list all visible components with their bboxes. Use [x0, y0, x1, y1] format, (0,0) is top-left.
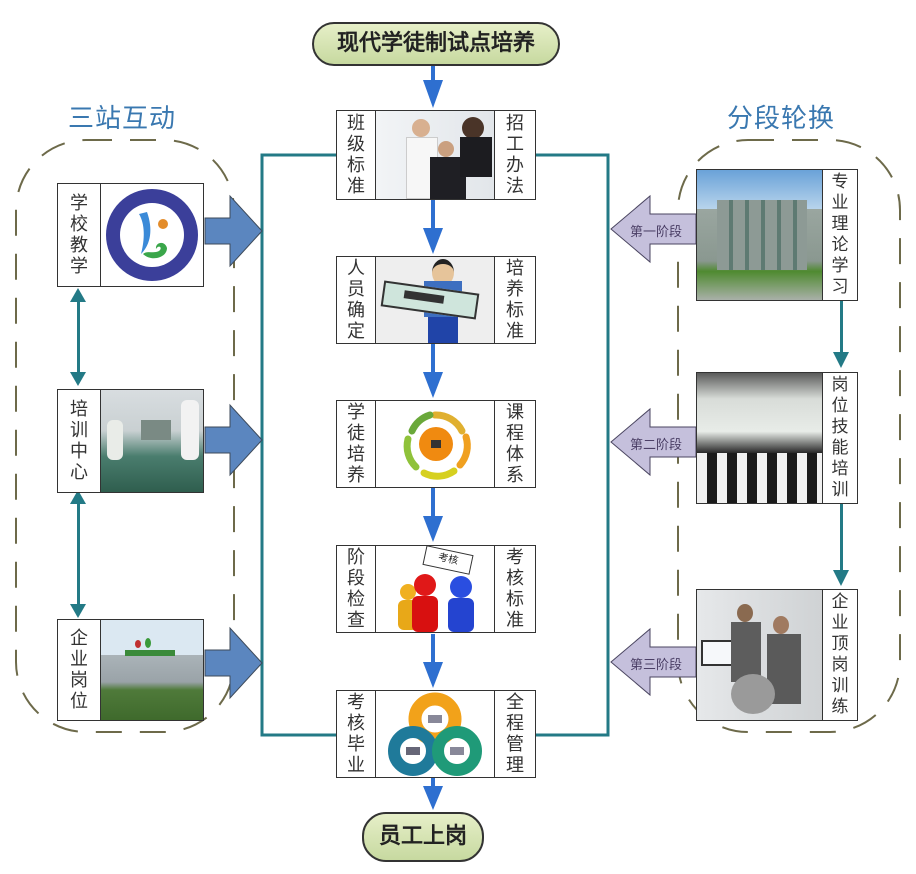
training-workshop-photo — [100, 389, 204, 493]
step-left-label: 考核毕业 — [336, 690, 376, 778]
lecture-hall-photo — [696, 372, 824, 504]
stage-label: 岗位技能培训 — [822, 372, 858, 504]
step-right-label: 培养标准 — [494, 256, 536, 344]
stage-label-text: 岗位技能培训 — [831, 375, 849, 500]
three-ring-diagram — [375, 690, 495, 778]
station-label-text: 培训中心 — [70, 399, 88, 483]
school-logo-emblem — [100, 183, 204, 287]
end-pill: 员工上岗 — [362, 812, 484, 862]
figures-with-sign: 考核 — [375, 545, 495, 633]
step-right-label: 课程体系 — [494, 400, 536, 488]
step-right-label: 全程管理 — [494, 690, 536, 778]
stage-label: 企业顶岗训练 — [822, 589, 858, 721]
center-frame-line — [260, 153, 610, 737]
campus-building-photo — [696, 169, 824, 301]
engine-workshop-photo — [696, 589, 824, 721]
step-left-text: 人员确定 — [347, 258, 365, 342]
right-down-arrows — [833, 300, 849, 586]
stage-label-text: 专业理论学习 — [831, 172, 849, 297]
station-label: 企业岗位 — [57, 619, 101, 721]
right-group-dashed-border — [677, 139, 901, 733]
left-group-title: 三站互动 — [68, 104, 177, 134]
station-label: 培训中心 — [57, 389, 101, 493]
step-right-text: 招工办法 — [506, 113, 524, 197]
stage-arrow-label: 第一阶段 — [630, 225, 683, 240]
step-left-text: 班级标准 — [347, 113, 365, 197]
right-block-arrows — [610, 194, 697, 697]
title-pill: 现代学徒制试点培养 — [312, 22, 560, 66]
step-left-label: 班级标准 — [336, 110, 376, 200]
stage-label-text: 企业顶岗训练 — [831, 592, 849, 717]
man-holding-sign-cartoon — [375, 256, 495, 344]
business-meeting-photo — [375, 110, 495, 200]
center-flow-arrows — [423, 63, 443, 810]
left-block-arrows — [204, 194, 263, 700]
step-left-text: 阶段检查 — [347, 547, 365, 631]
company-building-photo — [100, 619, 204, 721]
step-right-text: 培养标准 — [506, 258, 524, 342]
step-right-label: 考核标准 — [494, 545, 536, 633]
step-left-text: 考核毕业 — [347, 692, 365, 776]
left-double-arrows — [70, 288, 86, 618]
exam-sign: 考核 — [422, 546, 474, 575]
step-left-text: 学徒培养 — [347, 402, 365, 486]
step-right-text: 考核标准 — [506, 547, 524, 631]
right-group-title: 分段轮换 — [727, 104, 836, 134]
swirl-diagram — [375, 400, 495, 488]
stage-arrow-label: 第二阶段 — [630, 438, 683, 453]
step-left-label: 阶段检查 — [336, 545, 376, 633]
station-label-text: 企业岗位 — [70, 628, 88, 712]
step-right-text: 全程管理 — [506, 692, 524, 776]
step-right-text: 课程体系 — [506, 402, 524, 486]
step-right-label: 招工办法 — [494, 110, 536, 200]
stage-arrow-label: 第三阶段 — [630, 658, 683, 673]
stage-label: 专业理论学习 — [822, 169, 858, 301]
station-label-text: 学校教学 — [70, 193, 88, 277]
step-left-label: 人员确定 — [336, 256, 376, 344]
step-left-label: 学徒培养 — [336, 400, 376, 488]
station-label: 学校教学 — [57, 183, 101, 287]
